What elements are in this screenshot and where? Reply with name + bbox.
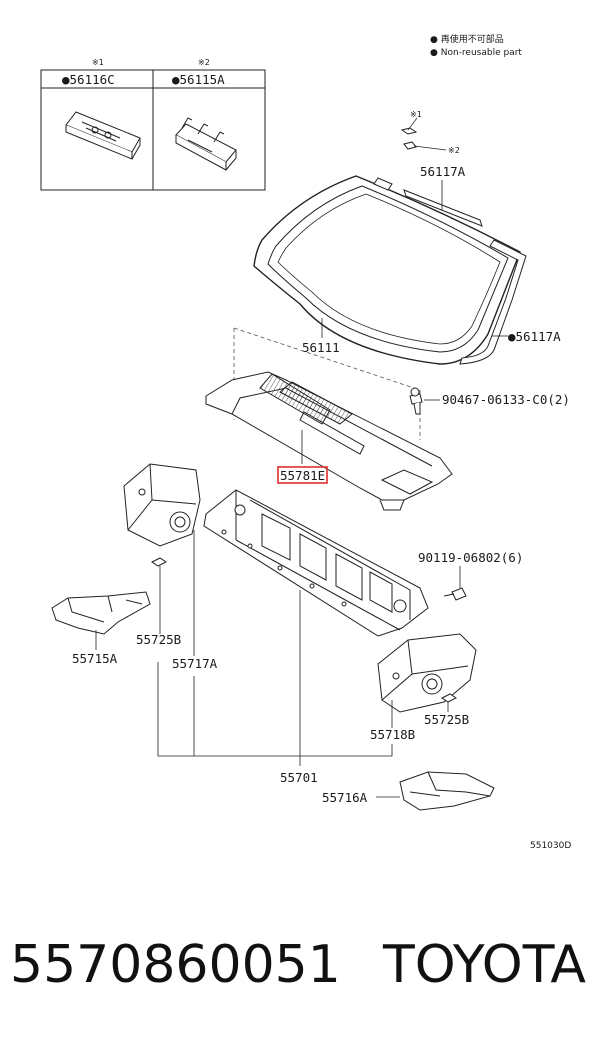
label-90467: 90467-06133-C0(2) bbox=[442, 392, 570, 407]
inset-note-1: ※1 bbox=[92, 58, 104, 67]
cowl-top-panel-55701 bbox=[203, 489, 429, 637]
footer-brand: TOYOTA bbox=[383, 935, 586, 995]
right-side-panel-55718b bbox=[377, 633, 477, 713]
clip-90467 bbox=[409, 387, 423, 415]
legend-non-reusable-jp: ● 再使用不可部品 bbox=[430, 33, 504, 45]
inset-part-56115a: ●56115A bbox=[172, 72, 225, 87]
weatherstrip-right-56117a bbox=[459, 239, 527, 365]
assembly-lines bbox=[157, 530, 393, 766]
label-55716a: 55716A bbox=[322, 790, 368, 805]
weatherstrip-top-56117a bbox=[373, 177, 483, 227]
ref-note-2: ※2 bbox=[448, 146, 460, 155]
inset-box: ※1 ※2 ●56116C ●56115A bbox=[40, 58, 266, 191]
label-56111: 56111 bbox=[302, 340, 340, 355]
cowl-louver-55781e bbox=[205, 371, 453, 511]
highlight-55781e bbox=[277, 466, 328, 484]
clip-ref-1 bbox=[400, 127, 418, 135]
label-55717a: 55717A bbox=[172, 656, 218, 671]
left-side-panel bbox=[123, 463, 201, 547]
label-55715a: 55715A bbox=[72, 651, 118, 666]
diagram-code: 551030D bbox=[530, 841, 571, 851]
label-55725b-left: 55725B bbox=[136, 632, 181, 647]
label-90119: 90119-06802(6) bbox=[418, 550, 523, 565]
clip-56116c-drawing bbox=[65, 111, 141, 160]
inset-part-56116c: ●56116C bbox=[62, 72, 115, 87]
label-56117a-right: ●56117A bbox=[508, 329, 561, 344]
label-56117a-top: 56117A bbox=[420, 164, 466, 179]
clip-ref-2 bbox=[403, 141, 417, 150]
windshield-glass-56111 bbox=[253, 175, 521, 365]
bolt-90119 bbox=[443, 587, 467, 601]
label-55725b-right: 55725B bbox=[424, 712, 469, 727]
exploded-parts-diagram: ● 再使用不可部品 ● Non-reusable part ※1 ※2 ●561… bbox=[40, 33, 571, 851]
clip-56115a-drawing bbox=[175, 117, 237, 171]
label-55781e: 55781E bbox=[280, 468, 325, 483]
clip-55725b-left bbox=[151, 557, 167, 567]
legend-non-reusable-en: ● Non-reusable part bbox=[430, 48, 522, 58]
ref-note-1: ※1 bbox=[410, 110, 422, 119]
footer-part-number: 5570860051 bbox=[10, 935, 341, 995]
bracket-55716a bbox=[399, 771, 495, 811]
label-55718b: 55718B bbox=[370, 727, 415, 742]
inset-note-2: ※2 bbox=[198, 58, 210, 67]
clip-55725b-right bbox=[441, 693, 457, 703]
bracket-55715a bbox=[51, 591, 151, 635]
label-55701: 55701 bbox=[280, 770, 318, 785]
